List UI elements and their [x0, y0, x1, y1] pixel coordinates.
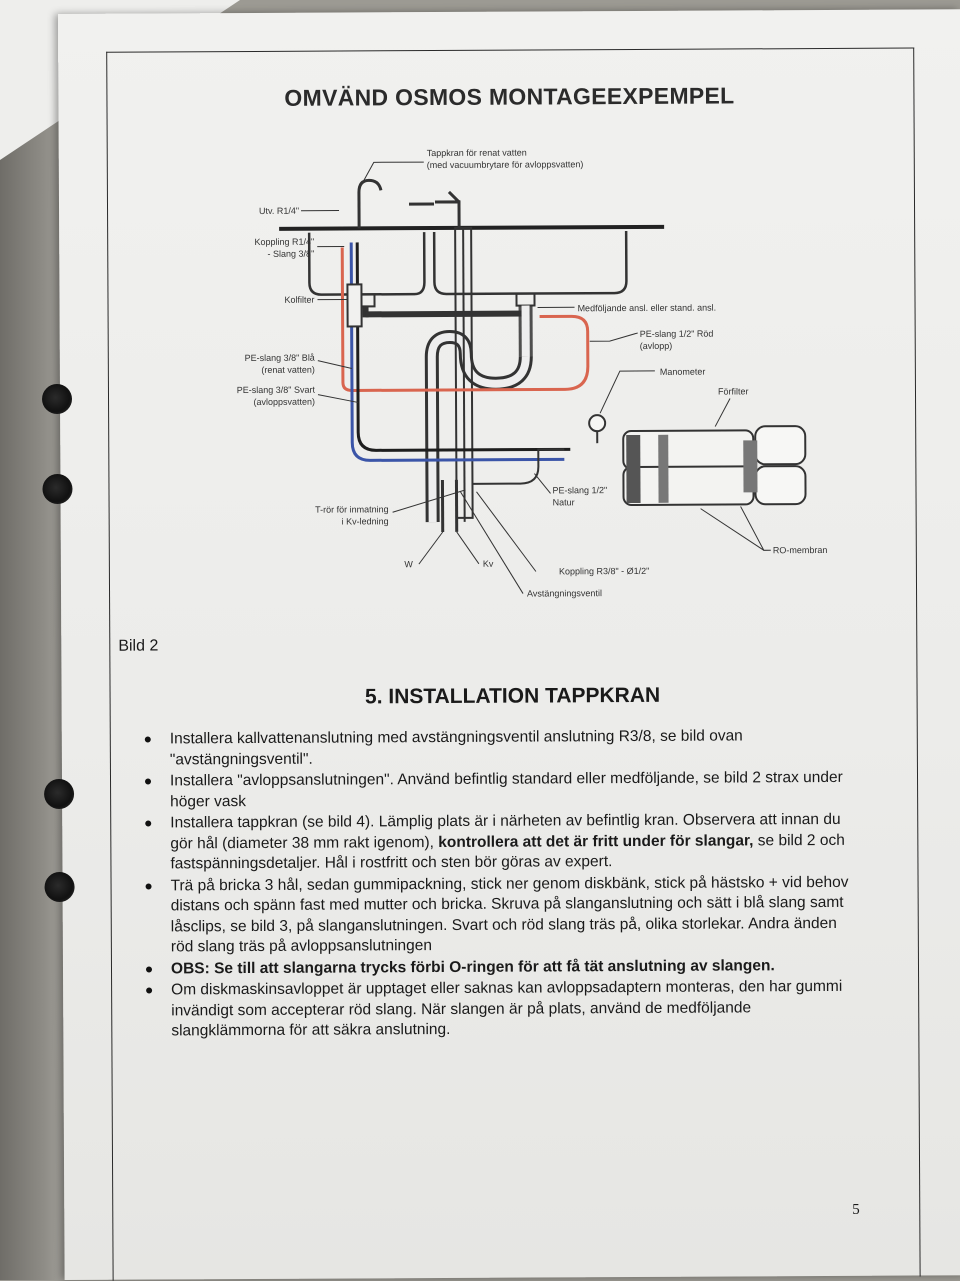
label-prefilter: Förfilter [718, 386, 749, 396]
label-ro-membrane: RO-membran [773, 545, 828, 555]
bullet-icon [146, 988, 152, 994]
section-title: 5. INSTALLATION TAPPKRAN [62, 682, 960, 711]
manometer [589, 415, 605, 431]
installation-diagram: Tappkran för renat vatten (med vacuumbry… [159, 130, 882, 614]
punch-hole [44, 872, 74, 902]
label-faucet: Tappkran för renat vatten [427, 148, 527, 159]
label-pe-natural-1: PE-slang 1/2" [552, 485, 607, 495]
label-pe-blue-2: (renat vatten) [261, 365, 315, 375]
right-drain [516, 294, 534, 306]
label-w: W [404, 559, 413, 569]
list-item: OBS: Se till att slangarna trycks förbi … [143, 955, 863, 979]
drain-crossover [366, 314, 530, 315]
instruction-list: Installera kallvattenanslutning med avst… [142, 726, 864, 1043]
label-pe-natural-2: Natur [553, 497, 575, 507]
p-trap [432, 337, 527, 522]
punch-hole [42, 474, 72, 504]
figure-caption: Bild 2 [118, 637, 158, 655]
bullet-icon [145, 779, 151, 785]
label-drain-connection: Medföljande ansl. eller stand. ansl. [578, 303, 717, 314]
label-shutoff-valve: Avstängningsventil [527, 588, 602, 598]
label-pe-blue-1: PE-slang 3/8" Blå [245, 353, 315, 363]
label-coupling-2: - Slang 3/8" [267, 249, 314, 259]
list-item: Installera tappkran (se bild 4). Lämplig… [142, 810, 862, 875]
left-sink [309, 232, 424, 295]
carbon-filter [347, 284, 361, 326]
label-tee-2: i Kv-ledning [342, 516, 389, 526]
ro-unit [623, 426, 805, 505]
list-item: Installera kallvattenanslutning med avst… [142, 726, 862, 771]
label-faucet-sub: (med vacuumbrytare för avloppsvatten) [427, 159, 584, 170]
page-title: OMVÄND OSMOS MONTAGEEXPEMPEL [58, 81, 960, 113]
label-tee-1: T-rör för inmatning [315, 504, 389, 514]
label-manometer: Manometer [660, 367, 706, 377]
label-coupling-r38: Koppling R3/8" - Ø1/2" [559, 566, 650, 576]
bullet-icon [146, 883, 152, 889]
bullet-icon [145, 737, 151, 743]
page-number: 5 [852, 1202, 860, 1219]
main-faucet [409, 192, 459, 228]
feed-line [472, 449, 564, 483]
label-kv: Kv [483, 559, 494, 569]
punch-hole [44, 779, 74, 809]
bullet-icon [145, 821, 151, 827]
document-page: OMVÄND OSMOS MONTAGEEXPEMPEL [58, 9, 960, 1280]
label-pe-black-1: PE-slang 3/8" Svart [237, 385, 316, 395]
bullet-icon [146, 966, 152, 972]
label-carbon-filter: Kolfilter [284, 295, 314, 305]
list-item: Om diskmaskinsavloppet är upptaget eller… [143, 977, 863, 1042]
label-outlet: Utv. R1/4" [259, 206, 299, 216]
label-pe-red-2: (avlopp) [640, 341, 673, 351]
list-item: Trä på bricka 3 hål, sedan gummipackning… [143, 872, 863, 958]
label-coupling-1: Koppling R1/4" [254, 237, 314, 247]
label-pe-red-1: PE-slang 1/2" Röd [640, 329, 714, 339]
ro-faucet [359, 180, 381, 228]
list-item: Installera "avloppsanslutningen". Använd… [142, 768, 862, 813]
label-pe-black-2: (avloppsvatten) [253, 397, 315, 407]
punch-hole [42, 384, 72, 414]
